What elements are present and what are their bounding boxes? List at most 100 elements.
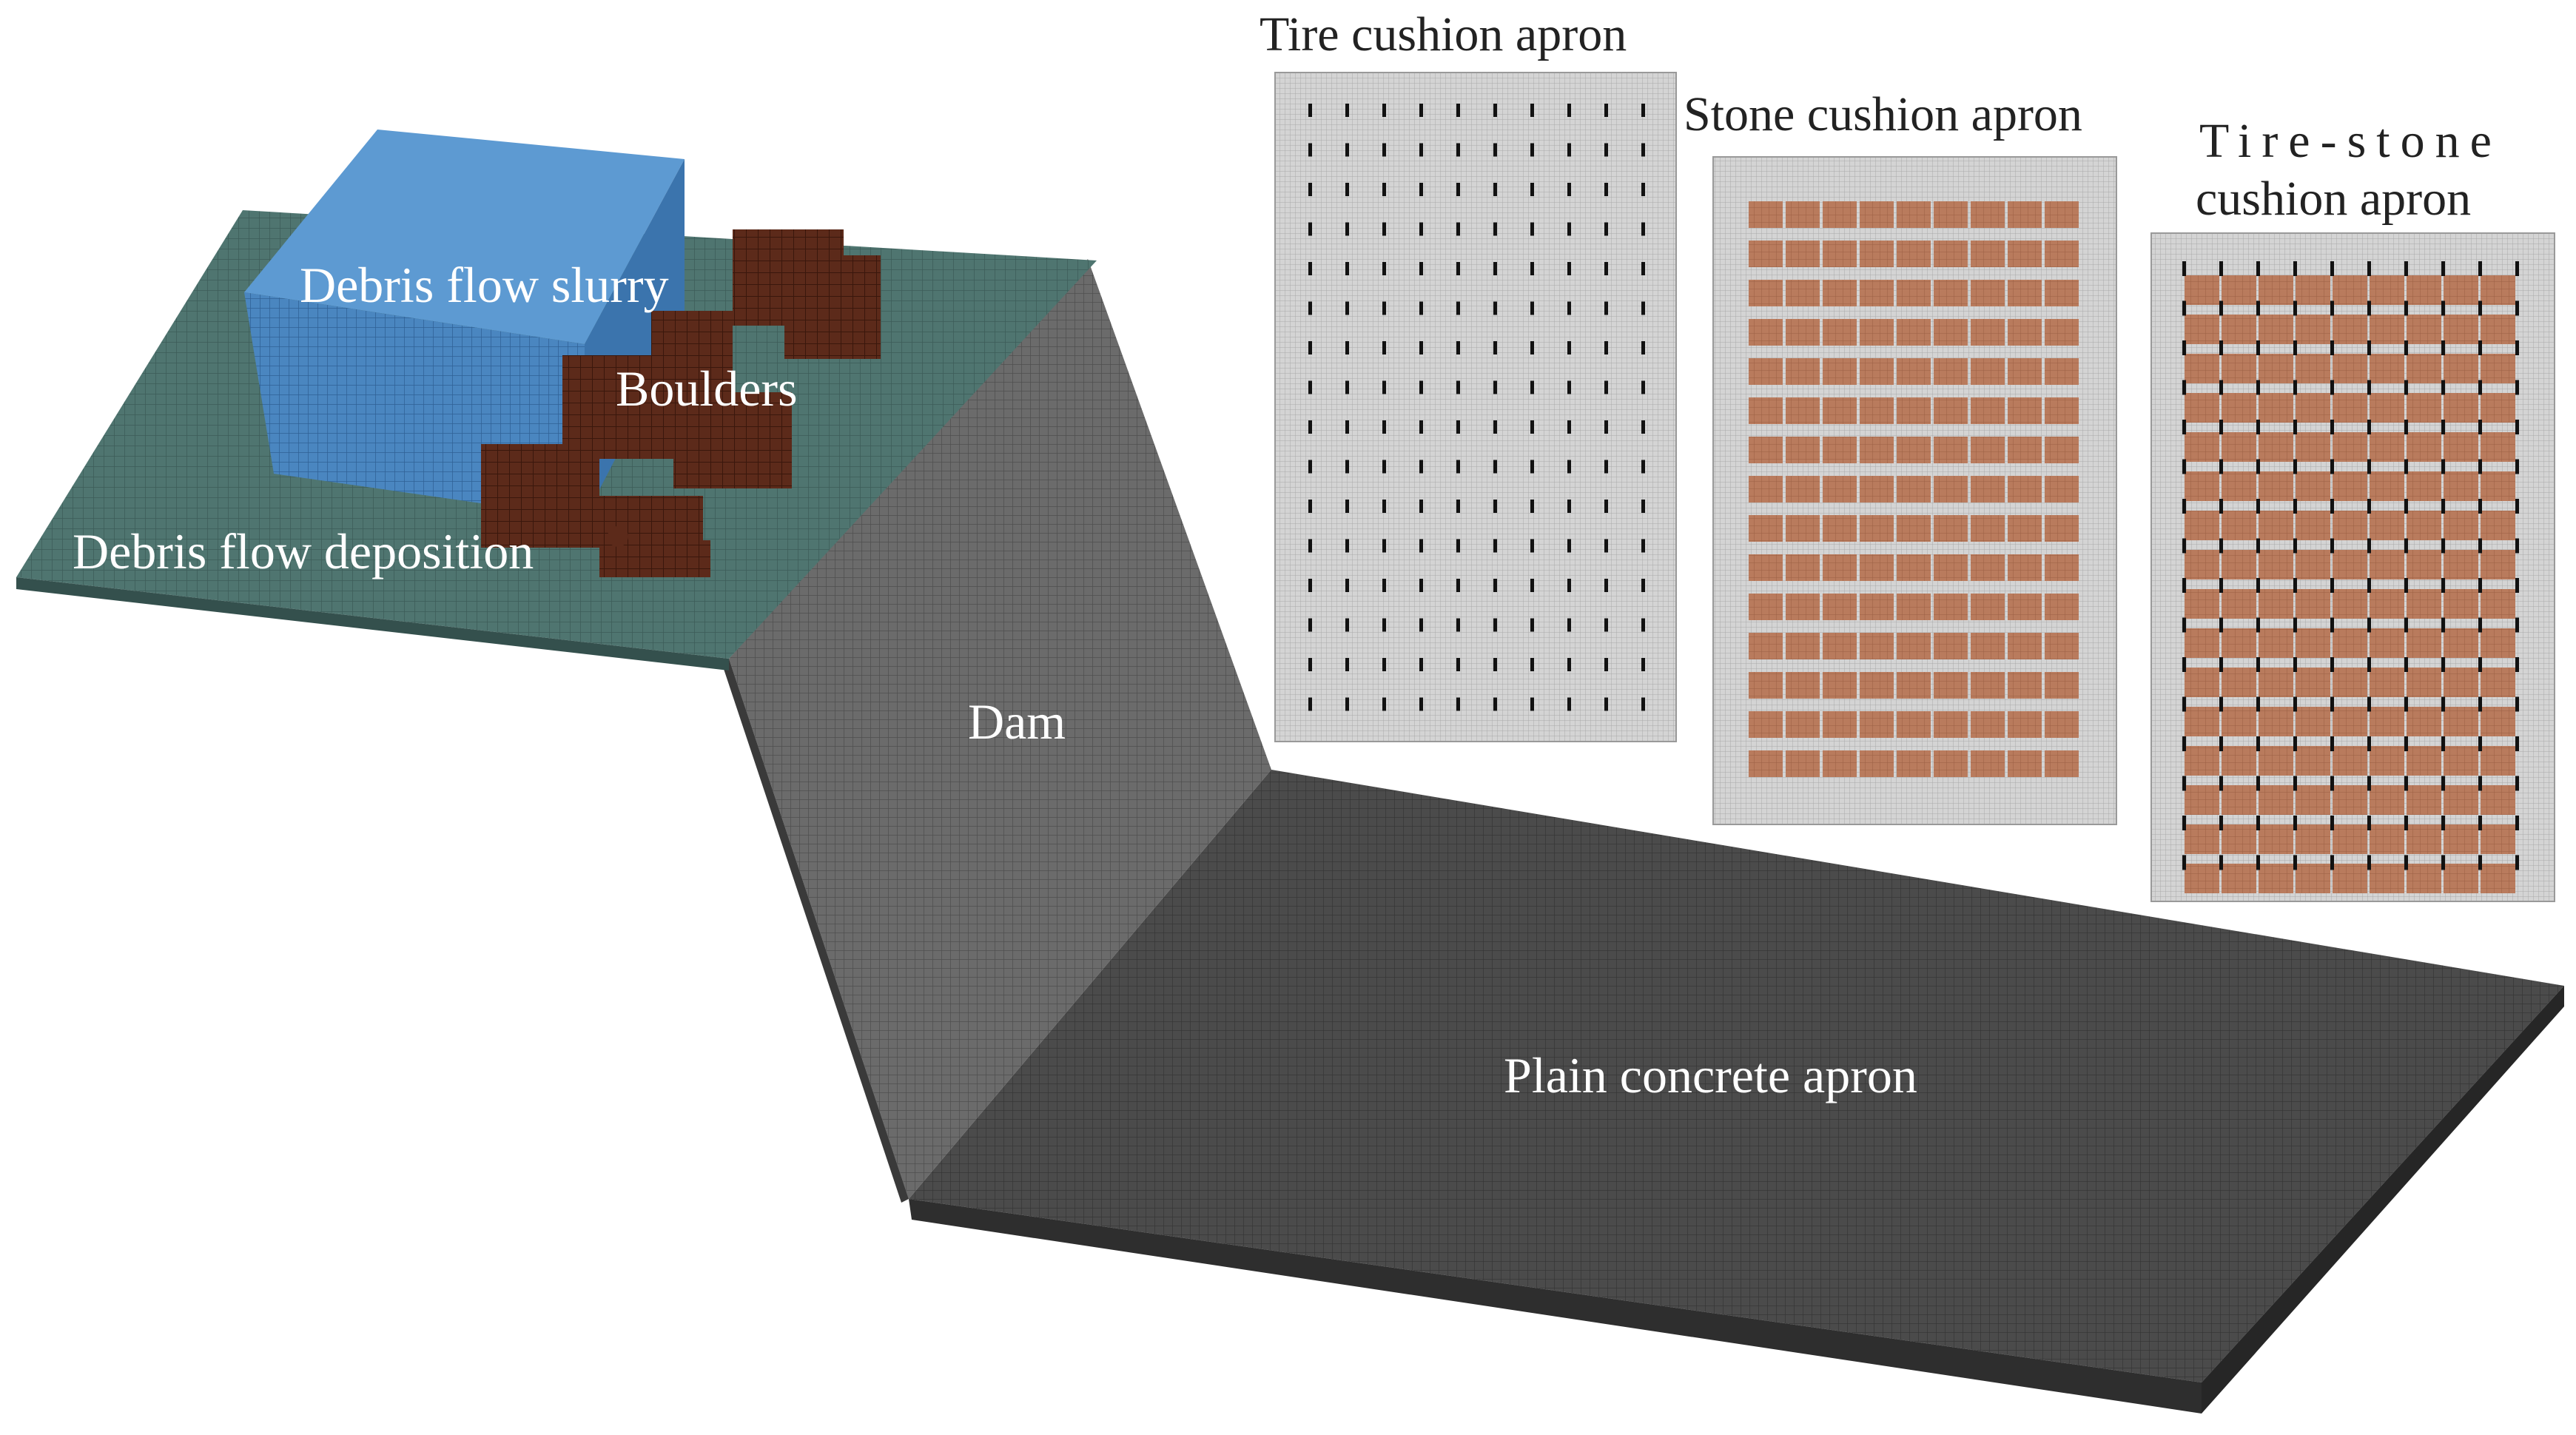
tire-mark (1530, 301, 1534, 315)
tire-mark (1641, 183, 1645, 196)
tire-mark (1308, 183, 1312, 196)
stone-block (2407, 393, 2441, 423)
stone-block (2370, 864, 2404, 893)
stone-block (2444, 824, 2478, 854)
stone-block (2333, 432, 2367, 462)
stone-block (2407, 354, 2441, 383)
tire-mark (2478, 816, 2482, 830)
tire-mark (2515, 657, 2519, 672)
stone-block (2008, 515, 2042, 542)
stone-block (2481, 315, 2515, 344)
tire-mark (1345, 420, 1349, 434)
tire-mark (1456, 262, 1460, 275)
stone-block (2370, 393, 2404, 423)
tire-mark (1456, 579, 1460, 592)
stone-block (1971, 554, 2005, 581)
stone-block (2407, 864, 2441, 893)
tire-mark (1382, 618, 1386, 632)
tire-mark (1493, 380, 1497, 394)
stone-block (1860, 201, 1894, 228)
tire-mark (1308, 301, 1312, 315)
tire-mark (2293, 499, 2297, 514)
tire-mark (2478, 657, 2482, 672)
stone-block (2008, 554, 2042, 581)
stone-block (2185, 393, 2219, 423)
tire-mark (1567, 222, 1571, 236)
stone-block (1934, 476, 1968, 503)
tire-mark (1530, 104, 1534, 117)
tire-mark (2182, 340, 2186, 355)
tire-mark (2293, 855, 2297, 870)
tire-mark (2182, 736, 2186, 751)
tire-mark (2256, 538, 2260, 554)
stone-block (2222, 471, 2256, 501)
tire-mark (2515, 459, 2519, 474)
tire-mark (2182, 657, 2186, 672)
tire-mark (1604, 420, 1608, 434)
stone-block (2370, 354, 2404, 383)
tire-mark (2478, 538, 2482, 554)
stone-block (2045, 515, 2079, 542)
stone-block (1971, 594, 2005, 620)
stone-block (1971, 437, 2005, 463)
stone-block (2296, 785, 2330, 815)
stone-block (2008, 280, 2042, 306)
tire-mark (1419, 183, 1423, 196)
stone-block (1897, 711, 1931, 738)
stone-block (2370, 785, 2404, 815)
stone-block (1786, 750, 1820, 777)
tire-mark (2404, 776, 2408, 791)
tire-mark (2515, 578, 2519, 593)
tire-mark (2182, 578, 2186, 593)
stone-block (1971, 672, 2005, 699)
tire-mark (2404, 420, 2408, 434)
tire-mark (2515, 420, 2519, 434)
tire-mark (2404, 380, 2408, 395)
tire-mark (2182, 538, 2186, 554)
stone-block (1897, 241, 1931, 267)
tire-mark (2404, 538, 2408, 554)
tire-mark (2330, 617, 2334, 633)
stone-block (2370, 432, 2404, 462)
stone-block (1934, 358, 1968, 385)
label-debris-flow-deposition: Debris flow deposition (73, 523, 534, 579)
tire-mark (2404, 459, 2408, 474)
stone-block (2222, 707, 2256, 736)
tire-mark (2515, 776, 2519, 791)
stone-block (1897, 280, 1931, 306)
stone-block (1860, 633, 1894, 659)
stone-block (2296, 668, 2330, 697)
stone-block (1897, 515, 1931, 542)
tire-mark (2219, 816, 2223, 830)
stone-block (1749, 319, 1783, 346)
tire-mark (1641, 420, 1645, 434)
stone-block (2333, 746, 2367, 776)
stone-block (1786, 515, 1820, 542)
tire-mark (1604, 222, 1608, 236)
stone-block (1749, 280, 1783, 306)
stone-block (2185, 432, 2219, 462)
stone-block (1860, 515, 1894, 542)
stone-block (1860, 280, 1894, 306)
stone-block (2008, 711, 2042, 738)
tire-mark (2330, 499, 2334, 514)
stone-block (1860, 319, 1894, 346)
tire-mark (2293, 459, 2297, 474)
tire-mark (1567, 618, 1571, 632)
stone-block (2370, 275, 2404, 305)
tire-mark (2182, 261, 2186, 276)
tire-mark (1419, 618, 1423, 632)
tire-mark (1493, 222, 1497, 236)
stone-blocks (2185, 275, 2515, 893)
stone-block (2185, 275, 2219, 305)
stone-block (2222, 550, 2256, 579)
stone-block (2481, 707, 2515, 736)
tire-mark (2219, 538, 2223, 554)
tire-mark (2367, 380, 2371, 395)
tire-mark (1419, 262, 1423, 275)
tire-mark (1419, 500, 1423, 513)
stone-block (2045, 397, 2079, 424)
tire-mark (2330, 420, 2334, 434)
tire-mark (1345, 341, 1349, 354)
stone-block (2407, 707, 2441, 736)
